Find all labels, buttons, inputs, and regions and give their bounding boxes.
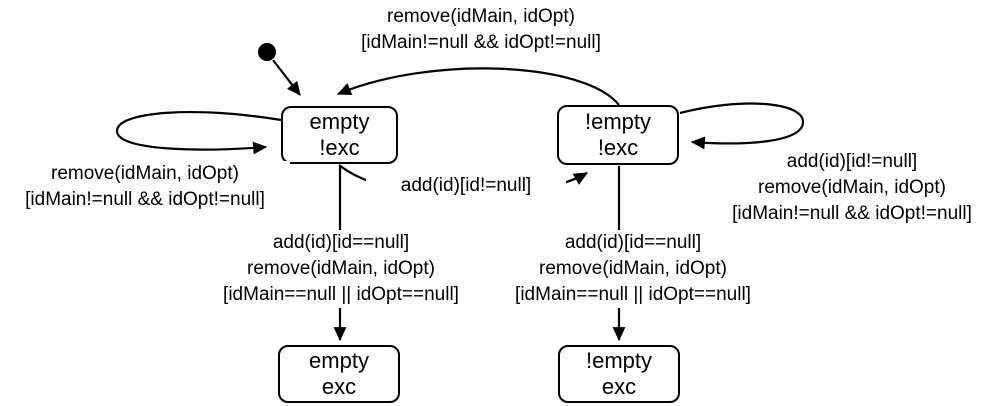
state-label-line: empty <box>309 348 369 373</box>
state-not-empty-exc: !empty exc <box>558 345 680 403</box>
transition-label-line: add(id)[id==null] <box>272 232 410 253</box>
transition-label-line: [idMain==null || idOpt==null] <box>515 284 751 305</box>
transition-label-right-down: add(id)[id==null] remove(idMain, idOpt) … <box>483 230 783 308</box>
state-label-line: exc <box>601 374 637 399</box>
transition-arrow-right-self <box>679 102 805 150</box>
state-label-line: empty <box>309 109 370 134</box>
transition-label-line: add(id)[id==null] <box>564 232 702 253</box>
transition-label-line: [idMain!=null && idOpt!=null] <box>25 189 265 210</box>
state-empty-not-exc: empty !exc <box>281 106 398 164</box>
transition-label-left-self: remove(idMain, idOpt) [idMain!=null && i… <box>0 161 290 213</box>
transition-label-line: remove(idMain, idOpt) <box>539 258 727 279</box>
state-label-line: !empty <box>585 348 653 373</box>
transition-label-line: add(id)[id!=null] <box>400 175 532 196</box>
transition-label-line: [idMain==null || idOpt==null] <box>223 284 459 305</box>
transition-label-left-down: add(id)[id==null] remove(idMain, idOpt) … <box>191 230 491 308</box>
transition-label-line: remove(idMain, idOpt) <box>387 6 575 27</box>
transition-label-line: remove(idMain, idOpt) <box>247 258 435 279</box>
transition-label-mid: add(id)[id!=null] <box>366 173 566 199</box>
state-not-empty-not-exc: !empty !exc <box>557 105 679 165</box>
transition-label-line: remove(idMain, idOpt) <box>758 177 946 198</box>
transition-label-right-self: add(id)[id!=null] remove(idMain, idOpt) … <box>706 149 998 227</box>
state-label-line: !empty <box>584 109 652 134</box>
transition-label-line: add(id)[id!=null] <box>786 151 918 172</box>
transition-arrow-left-self <box>115 110 282 155</box>
transition-label-line: [idMain!=null && idOpt!=null] <box>732 203 972 224</box>
state-label-line: !exc <box>597 135 639 160</box>
state-empty-exc: empty exc <box>278 345 400 403</box>
transition-label-line: remove(idMain, idOpt) <box>51 163 239 184</box>
transition-arrow-initial <box>272 59 301 96</box>
transition-label-top: remove(idMain, idOpt) [idMain!=null && i… <box>331 4 631 56</box>
state-label-line: !exc <box>319 135 360 160</box>
transition-arrow-top <box>336 67 620 106</box>
initial-state-dot <box>258 43 276 61</box>
state-label-line: exc <box>321 374 357 399</box>
transition-label-line: [idMain!=null && idOpt!=null] <box>361 32 601 53</box>
